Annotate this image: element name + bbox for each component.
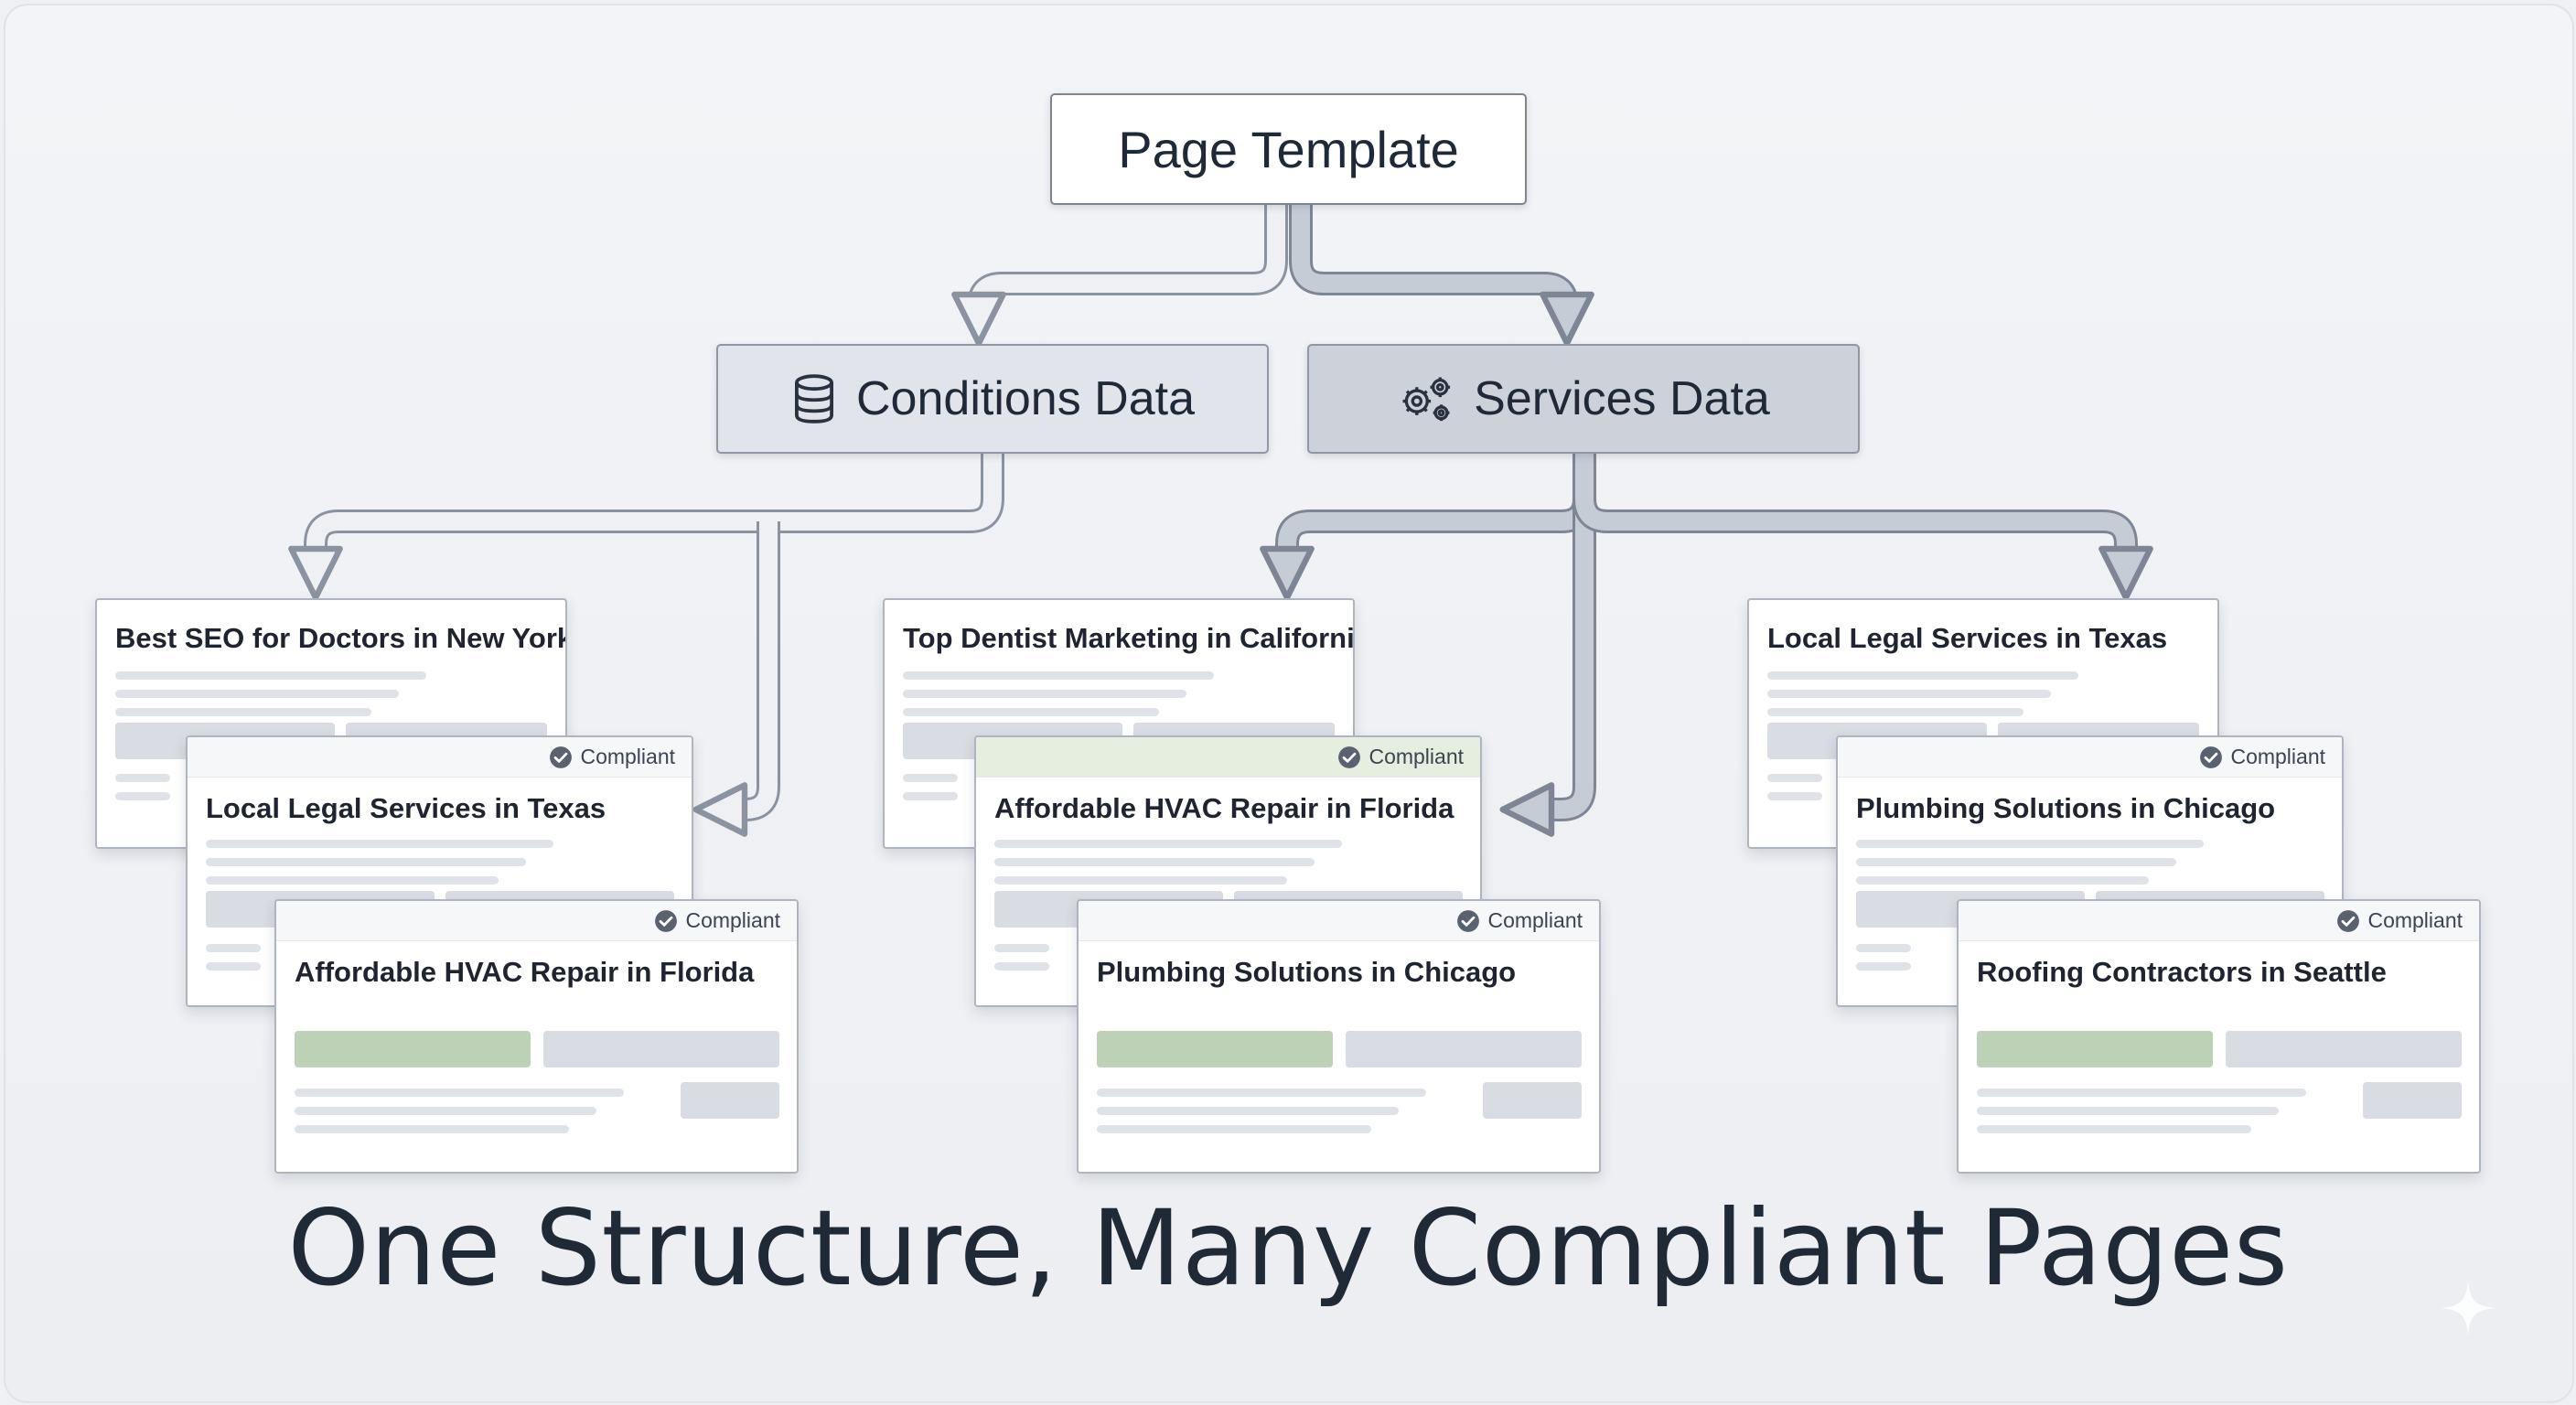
card-status-bar: Compliant (1838, 737, 2342, 778)
text-placeholder (1767, 671, 2078, 680)
text-placeholder (1977, 1125, 2251, 1133)
card-status-bar: Compliant (188, 737, 692, 778)
text-placeholder (994, 858, 1315, 866)
arrow-template-to-services (1289, 205, 1579, 324)
page-template-box: Page Template (1050, 93, 1527, 205)
compliant-badge: Compliant (1487, 908, 1583, 932)
services-data-label: Services Data (1474, 372, 1770, 425)
block-placeholder (1346, 1031, 1582, 1067)
text-placeholder (903, 774, 958, 782)
text-placeholder (1856, 840, 2204, 848)
block-placeholder (2226, 1031, 2462, 1067)
text-placeholder (1097, 1089, 1426, 1097)
check-circle-icon (2336, 909, 2360, 933)
button-placeholder (2363, 1082, 2462, 1119)
text-placeholder (295, 1125, 569, 1133)
text-placeholder (1767, 690, 2051, 698)
conditions-data-label: Conditions Data (856, 372, 1195, 425)
text-placeholder (994, 944, 1049, 952)
page-card-title: Affordable HVAC Repair in Florida (994, 792, 1454, 824)
text-placeholder (206, 840, 553, 848)
check-circle-icon (549, 745, 573, 769)
text-placeholder (1767, 708, 2023, 716)
text-placeholder (903, 708, 1159, 716)
text-placeholder (994, 840, 1342, 848)
compliant-badge: Compliant (580, 745, 675, 768)
card-status-bar: Compliant (976, 737, 1480, 778)
page-card-title: Roofing Contractors in Seattle (1977, 956, 2387, 988)
arrow-template-to-conditions (967, 205, 1288, 324)
text-placeholder (295, 1107, 596, 1115)
page-card-title: Plumbing Solutions in Chicago (1856, 792, 2276, 824)
text-placeholder (1977, 1107, 2279, 1115)
check-circle-icon (1337, 745, 1361, 769)
text-placeholder (1856, 962, 1911, 971)
compliant-badge: Compliant (2230, 745, 2325, 768)
block-placeholder-highlight (1977, 1031, 2213, 1067)
text-placeholder (115, 690, 399, 698)
card-status-bar: Compliant (1959, 901, 2479, 941)
page-card-title: Best SEO for Doctors in New York (115, 622, 567, 654)
card-status-bar: Compliant (1079, 901, 1599, 941)
page-card-title: Plumbing Solutions in Chicago (1097, 956, 1517, 988)
compliant-badge: Compliant (2367, 908, 2463, 932)
text-placeholder (295, 1089, 624, 1097)
sparkle-icon (2441, 1281, 2496, 1335)
text-placeholder (1097, 1107, 1399, 1115)
headline: One Structure, Many Compliant Pages (287, 1187, 2289, 1309)
page-card-title: Top Dentist Marketing in California (903, 622, 1355, 654)
block-placeholder (543, 1031, 779, 1067)
check-circle-icon (2199, 745, 2223, 769)
page-card-title: Local Legal Services in Texas (206, 792, 606, 824)
gears-icon (1397, 373, 1455, 424)
text-placeholder (1767, 792, 1822, 800)
text-placeholder (1097, 1125, 1371, 1133)
database-icon (790, 373, 838, 424)
block-placeholder-highlight (1097, 1031, 1333, 1067)
text-placeholder (1856, 876, 2149, 885)
text-placeholder (1856, 944, 1911, 952)
text-placeholder (903, 792, 958, 800)
text-placeholder (903, 690, 1186, 698)
check-circle-icon (1456, 909, 1480, 933)
services-data-box: Services Data (1307, 344, 1860, 454)
text-placeholder (115, 774, 170, 782)
text-placeholder (115, 792, 170, 800)
block-placeholder-highlight (295, 1031, 531, 1067)
check-circle-icon (654, 909, 678, 933)
compliant-badge: Compliant (1368, 745, 1464, 768)
button-placeholder (681, 1082, 779, 1119)
text-placeholder (206, 858, 526, 866)
page-card-title: Local Legal Services in Texas (1767, 622, 2168, 654)
text-placeholder (206, 876, 499, 885)
card-status-bar: Compliant (276, 901, 797, 941)
text-placeholder (206, 962, 261, 971)
page-card-title: Affordable HVAC Repair in Florida (295, 956, 755, 988)
text-placeholder (994, 962, 1049, 971)
text-placeholder (1977, 1089, 2306, 1097)
text-placeholder (115, 708, 371, 716)
text-placeholder (115, 671, 426, 680)
text-placeholder (206, 944, 261, 952)
compliant-badge: Compliant (685, 908, 780, 932)
text-placeholder (903, 671, 1214, 680)
text-placeholder (1856, 858, 2176, 866)
page-template-label: Page Template (1118, 120, 1459, 178)
button-placeholder (1483, 1082, 1582, 1119)
conditions-data-box: Conditions Data (716, 344, 1269, 454)
text-placeholder (1767, 774, 1822, 782)
text-placeholder (994, 876, 1287, 885)
